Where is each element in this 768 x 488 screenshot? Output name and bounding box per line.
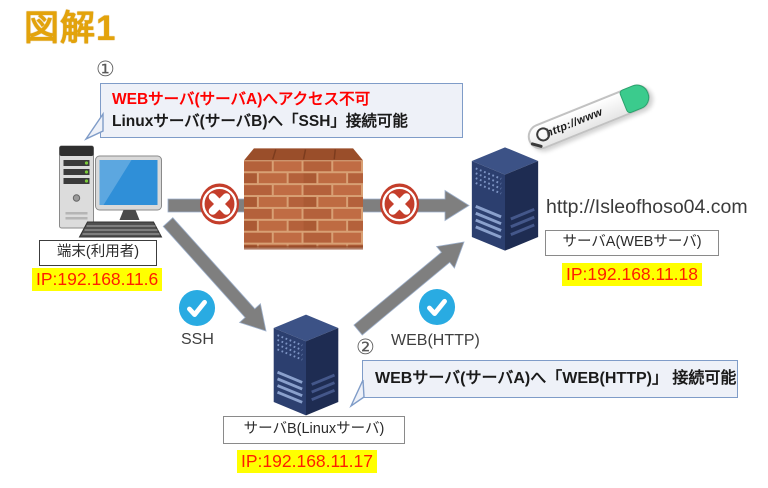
client-ip: IP:192.168.11.6 xyxy=(32,268,163,291)
url-bar-text: http://www xyxy=(544,106,605,140)
server-a-ip: IP:192.168.11.18 xyxy=(562,263,703,286)
server-a-label: サーバA(WEBサーバ) xyxy=(545,230,719,256)
blocked-x-icon xyxy=(379,183,420,225)
callout-1-bubble: WEBサーバ(サーバA)へアクセス不可 Linuxサーバ(サーバB)へ「SSH」… xyxy=(83,83,463,141)
allowed-check-icon xyxy=(418,288,456,326)
server-a-icon xyxy=(471,147,539,251)
client-computer-icon xyxy=(59,145,163,238)
server-b-icon xyxy=(273,314,339,416)
callout-1-line-blocked: WEBサーバ(サーバA)へアクセス不可 xyxy=(112,91,371,108)
callout-2-number: ② xyxy=(356,336,375,359)
blocked-x-icon xyxy=(199,183,240,225)
ssh-connection-label: SSH xyxy=(181,331,214,348)
callout-1-number: ① xyxy=(96,58,115,81)
callout-2-bubble: WEBサーバ(サーバA)へ「WEB(HTTP)」 接続可能 xyxy=(349,360,738,409)
url-bar-icon: http://www xyxy=(523,80,655,154)
callout-1-line-ssh: Linuxサーバ(サーバB)へ「SSH」接続可能 xyxy=(112,112,408,130)
server-a-url: http://Isleofhoso04.com xyxy=(546,196,748,218)
url-bar-green-cap xyxy=(618,80,653,115)
server-b-label: サーバB(Linuxサーバ) xyxy=(223,416,405,444)
server-b-ip: IP:192.168.11.17 xyxy=(237,450,378,473)
callout-2-line-web: WEBサーバ(サーバA)へ「WEB(HTTP)」 接続可能 xyxy=(375,370,737,387)
callout-2-tail xyxy=(349,379,365,409)
page-title: 図解1 xyxy=(24,9,117,48)
magnifier-handle xyxy=(530,142,543,149)
callout-1-tail xyxy=(83,111,104,141)
allowed-check-icon xyxy=(178,289,216,327)
web-http-connection-label: WEB(HTTP) xyxy=(391,332,480,349)
client-label: 端末(利用者) xyxy=(39,240,157,266)
firewall-icon xyxy=(244,148,363,250)
